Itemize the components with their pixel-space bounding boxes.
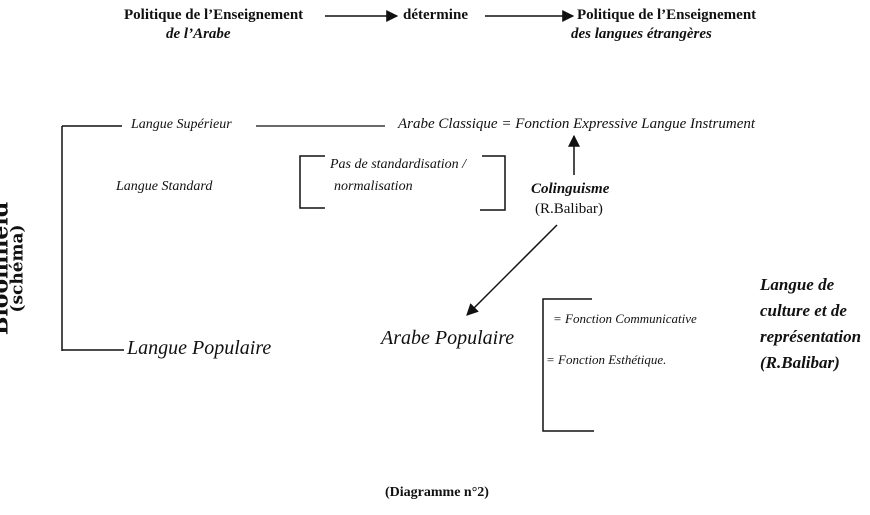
standardisation-line1: Pas de standardisation / <box>330 157 466 172</box>
level-populaire: Langue Populaire <box>127 337 272 359</box>
header-right-line1: Politique de l’Enseignement <box>577 7 757 23</box>
header-left-line2: de l’Arabe <box>166 26 231 42</box>
arrow-colinguisme-to-populaire <box>466 224 558 316</box>
standardisation-line2: normalisation <box>334 179 413 194</box>
function-esthetique: = Fonction Esthétique. <box>546 352 667 367</box>
standardisation-bracket-left <box>299 155 325 209</box>
header-middle: détermine <box>403 7 468 23</box>
arabe-populaire-label: Arabe Populaire <box>381 327 515 349</box>
bloomfield-label: Bloomfield (schéma) <box>0 199 28 339</box>
culture-line4: (R.Balibar) <box>760 353 840 372</box>
header-right-line2: des langues étrangères <box>571 26 712 42</box>
arabe-classique-label: Arabe Classique = Fonction Expressive La… <box>398 116 756 132</box>
culture-line1: Langue de <box>760 275 835 294</box>
culture-line3: représentation <box>760 327 862 346</box>
culture-line2: culture et de <box>760 301 847 320</box>
functions-bracket <box>542 298 594 432</box>
colinguisme-author: (R.Balibar) <box>535 201 603 217</box>
diagram-caption: (Diagramme n°2) <box>385 485 489 500</box>
level-superieur: Langue Supérieur <box>131 117 232 132</box>
header-left-line1: Politique de l’Enseignement <box>124 7 304 23</box>
colinguisme-label: Colinguisme <box>531 181 610 197</box>
function-communicative: = Fonction Communicative <box>553 311 697 326</box>
standardisation-bracket-right <box>480 155 506 211</box>
level-standard: Langue Standard <box>116 179 213 194</box>
